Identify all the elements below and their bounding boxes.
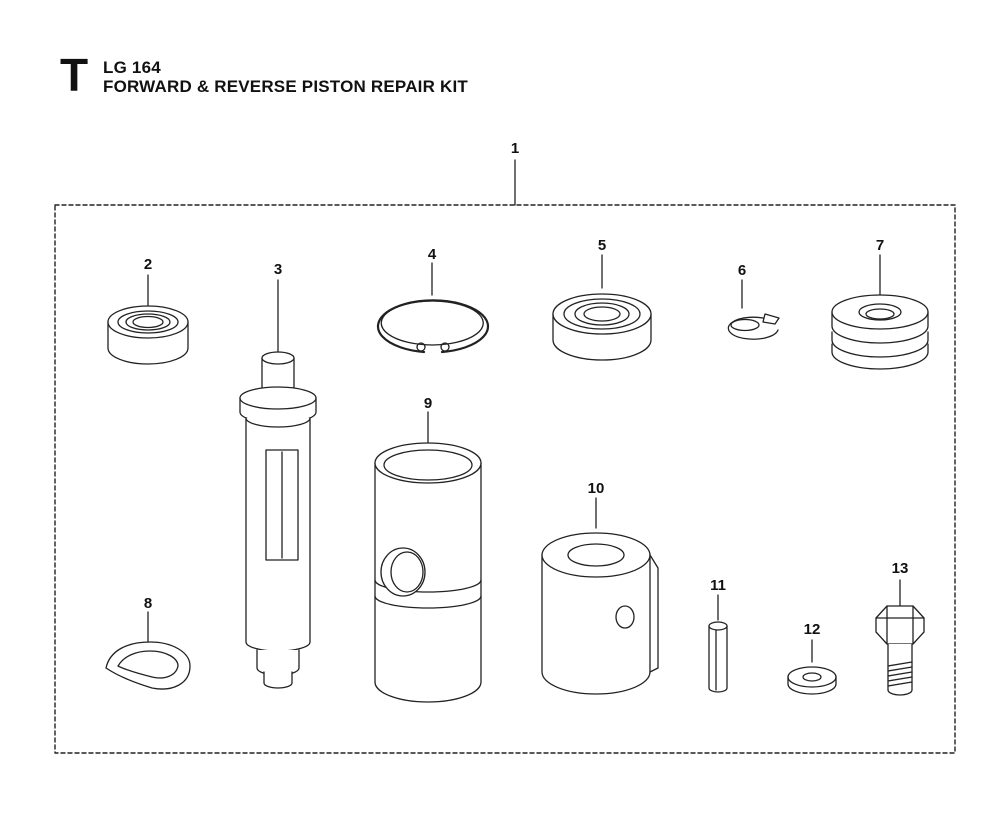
callout-2: 2 <box>144 256 152 273</box>
callout-9: 9 <box>424 395 432 412</box>
callout-1: 1 <box>511 140 519 157</box>
callout-12: 12 <box>804 621 821 638</box>
callout-11: 11 <box>710 577 726 594</box>
callout-7: 7 <box>876 237 884 254</box>
callout-13: 13 <box>892 560 909 577</box>
part-10-piston-bushing[interactable] <box>542 498 658 694</box>
part-6-lock-washer[interactable] <box>728 280 779 339</box>
callout-4: 4 <box>428 246 437 263</box>
part-8-wave-washer[interactable] <box>106 612 190 689</box>
part-3-piston-shaft[interactable] <box>240 280 316 688</box>
callout-3: 3 <box>274 261 282 278</box>
callout-10: 10 <box>588 480 605 497</box>
part-5-bearing-large[interactable] <box>553 255 651 360</box>
part-13-hex-bolt[interactable] <box>876 580 924 695</box>
part-2-bearing-small[interactable] <box>108 275 188 364</box>
part-7-thrust-bearing[interactable] <box>832 255 928 369</box>
part-12-flat-washer[interactable] <box>788 640 836 694</box>
callout-8: 8 <box>144 595 152 612</box>
callout-5: 5 <box>598 237 606 254</box>
part-11-roll-pin[interactable] <box>709 595 727 692</box>
part-9-piston-sleeve[interactable] <box>375 412 481 702</box>
part-4-circlip[interactable] <box>378 263 488 352</box>
callout-6: 6 <box>738 262 746 279</box>
